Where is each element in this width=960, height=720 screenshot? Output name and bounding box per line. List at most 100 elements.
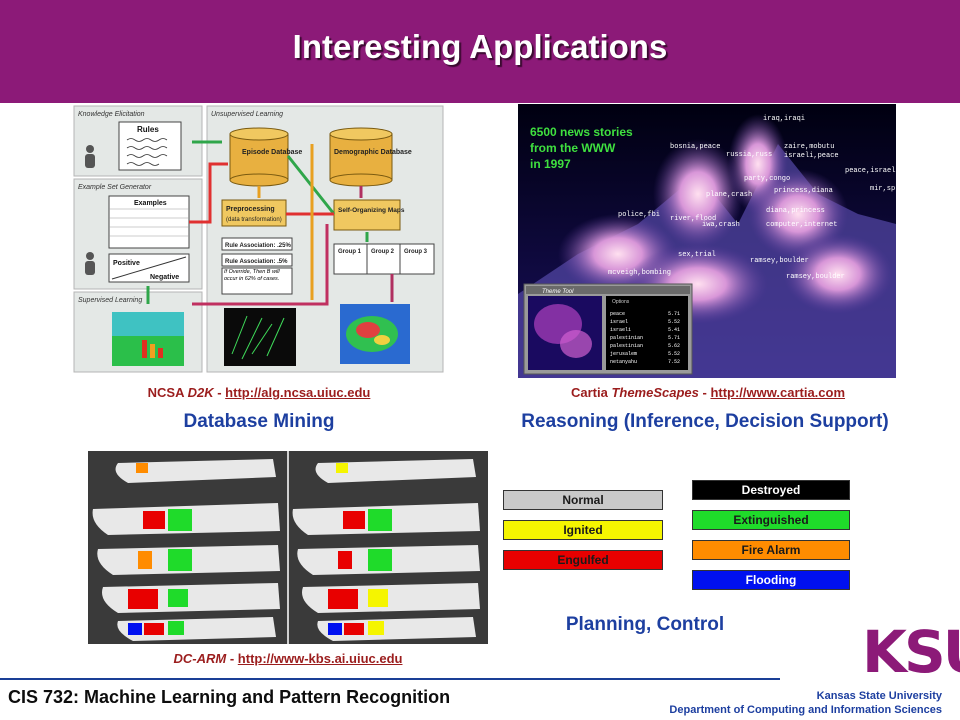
peak-label: bosnia,peace xyxy=(670,143,720,151)
legend-normal: Normal xyxy=(503,490,663,510)
negative-label: Negative xyxy=(150,274,179,281)
themescape-caption-name: ThemeScapes xyxy=(611,385,699,400)
legend-ignited: Ignited xyxy=(503,520,663,540)
legend-flooding: Flooding xyxy=(692,570,850,590)
peak-label: river,flood xyxy=(670,215,716,223)
peak-label: peace,israel xyxy=(845,167,895,175)
caption-separator: - xyxy=(213,385,226,400)
peak-label: police,fbi xyxy=(618,211,660,219)
caption-separator: - xyxy=(698,385,711,400)
som-label: Self-Organizing Maps xyxy=(338,207,405,214)
demographic-db-label: Demographic Database xyxy=(334,149,412,156)
preprocessing-sub-label: (data transformation) xyxy=(226,217,282,223)
inset-term: peace xyxy=(610,311,625,317)
ship-column-left xyxy=(92,459,280,641)
legend-engulfed: Engulfed xyxy=(503,550,663,570)
department-name: Department of Computing and Information … xyxy=(669,704,942,716)
rule-assoc-2 xyxy=(221,253,293,267)
inset-header: Options xyxy=(612,299,630,305)
groups-table xyxy=(333,243,435,275)
inset-term: netanyahu xyxy=(610,359,637,365)
dcarm-svg xyxy=(88,451,488,644)
inset-value: 5.71 xyxy=(668,311,680,317)
university-name: Kansas State University xyxy=(816,690,942,702)
slide-title: Interesting Applications xyxy=(292,28,668,65)
header-bar xyxy=(0,0,960,103)
peak-label: iwa,crash xyxy=(702,221,740,229)
peak-label: israeli,peace xyxy=(784,152,839,160)
examples-label: Examples xyxy=(134,200,167,207)
inset-value: 5.52 xyxy=(668,319,680,325)
reasoning-heading: Reasoning (Inference, Decision Support) xyxy=(521,411,889,432)
rule-assoc-1-label: Rule Association: .25% xyxy=(225,243,291,249)
cartia-link[interactable]: http://www.cartia.com xyxy=(710,385,846,400)
group2-label: Group 2 xyxy=(371,249,395,255)
peak-label: party,congo xyxy=(744,175,790,183)
knowledge-label: Knowledge Elicitation xyxy=(78,111,145,118)
supervised-label: Supervised Learning xyxy=(78,297,142,304)
demographic-database xyxy=(329,127,393,187)
dcarm-image xyxy=(88,451,488,644)
episode-db-label: Episode Database xyxy=(242,149,302,156)
inset-term: israeli xyxy=(610,327,631,333)
examples-table xyxy=(108,195,190,249)
ship-deck xyxy=(115,459,277,483)
theme-tool-title: Theme Tool xyxy=(542,289,574,295)
episode-database xyxy=(229,127,289,187)
planning-control-heading: Planning, Control xyxy=(565,614,725,635)
inset-value: 5.71 xyxy=(668,335,680,341)
preprocessing-box xyxy=(221,199,287,227)
d2k-link[interactable]: http://alg.ncsa.uiuc.edu xyxy=(225,385,371,400)
themescape-caption-prefix: Cartia xyxy=(570,385,612,400)
peak-label: ramsey,boulder xyxy=(786,273,845,281)
peak-label: russia,russ xyxy=(726,151,772,159)
rule-assoc-1 xyxy=(221,237,293,251)
rule-assoc-2-label: Rule Association: .5% xyxy=(225,259,288,265)
legend-extinguished: Extinguished xyxy=(692,510,850,530)
themescape-caption: Cartia ThemeScapes - http://www.cartia.c… xyxy=(500,385,916,400)
course-title: CIS 732: Machine Learning and Pattern Re… xyxy=(8,687,451,707)
rule-text: If Override, Then B will occur in 62% of… xyxy=(224,269,280,282)
group3-label: Group 3 xyxy=(404,249,428,255)
peak-label: mcveigh,bombing xyxy=(608,269,671,277)
footer-rule xyxy=(0,678,780,680)
legend-fire-alarm: Fire Alarm xyxy=(692,540,850,560)
news-annotation: 6500 news stories from the WWW in 1997 xyxy=(530,125,633,171)
rule-text-box xyxy=(221,267,293,295)
group1-label: Group 1 xyxy=(338,249,362,255)
peak-label: ramsey,boulder xyxy=(750,257,809,265)
d2k-caption-name: D2K xyxy=(187,385,214,400)
inset-value: 5.41 xyxy=(668,327,680,333)
inset-value: 5.52 xyxy=(668,351,680,357)
preprocessing-label: Preprocessing xyxy=(226,206,275,213)
caption-separator: - xyxy=(226,651,238,666)
d2k-diagram-svg: Knowledge Elicitation Example Set Genera… xyxy=(72,104,446,376)
ship-deck xyxy=(315,459,476,483)
unsupervised-label: Unsupervised Learning xyxy=(211,111,283,118)
example-gen-label: Example Set Generator xyxy=(78,184,152,191)
annotation-line: 6500 news stories xyxy=(530,125,633,139)
d2k-caption: NCSA D2K - http://alg.ncsa.uiuc.edu xyxy=(72,385,446,400)
legend-destroyed: Destroyed xyxy=(692,480,850,500)
inset-term: palestinian xyxy=(610,335,643,341)
rules-label: Rules xyxy=(137,125,159,134)
inset-term: palestinian xyxy=(610,343,643,349)
positive-label: Positive xyxy=(113,260,140,267)
peak-label: princess,diana xyxy=(774,187,833,195)
inset-value: 5.62 xyxy=(668,343,680,349)
peak-label: computer,internet xyxy=(766,221,837,229)
peak-label: mir,sp xyxy=(870,185,895,193)
person-icon xyxy=(85,252,95,275)
rules-document xyxy=(118,121,182,171)
d2k-diagram: Knowledge Elicitation Example Set Genera… xyxy=(72,104,446,376)
database-mining-heading: Database Mining xyxy=(183,411,335,432)
kbs-link[interactable]: http://www-kbs.ai.uiuc.edu xyxy=(237,651,403,666)
annotation-line: from the WWW xyxy=(530,141,616,155)
inset-table xyxy=(606,296,688,370)
annotation-line: in 1997 xyxy=(530,157,571,171)
peak-label: zaire,mobutu xyxy=(784,143,834,151)
person-icon xyxy=(85,145,95,168)
peak-label: plane,crash xyxy=(706,191,752,199)
inset-value: 7.52 xyxy=(668,359,680,365)
